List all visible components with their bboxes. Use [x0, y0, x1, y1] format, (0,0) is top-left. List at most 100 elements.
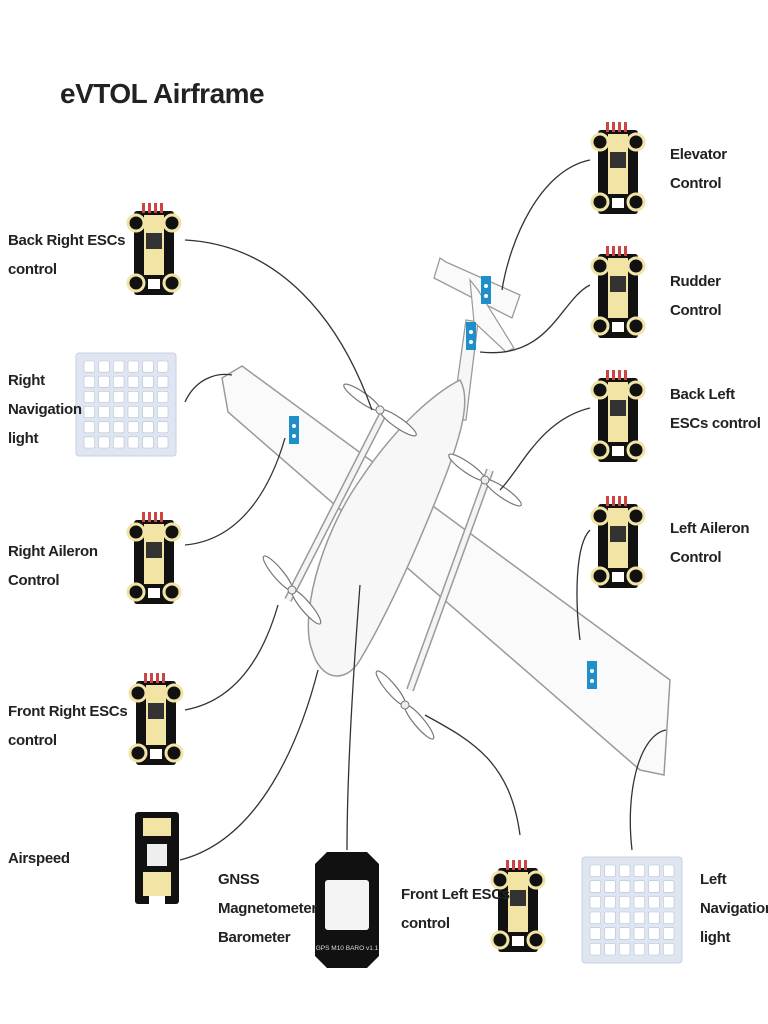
- leader-rudder: [479, 284, 591, 354]
- nav-led: [648, 864, 660, 877]
- label-line: Rudder: [670, 273, 721, 290]
- front-left-propeller: [372, 667, 438, 743]
- label-airspeed: Airspeed: [8, 844, 70, 873]
- label-line: Airspeed: [8, 850, 70, 867]
- leader-left-aileron: [576, 529, 591, 641]
- label-right-navigation-light: Right Navigation light: [8, 366, 82, 453]
- label-line: Back Right ESCs: [8, 232, 126, 249]
- nav-led: [604, 943, 616, 956]
- nav-led: [142, 360, 154, 373]
- nav-led: [83, 360, 95, 373]
- nav-led: [157, 406, 169, 418]
- nav-led: [619, 880, 631, 893]
- main-wing: [221, 365, 671, 776]
- nav-led: [589, 943, 601, 956]
- nav-led: [648, 880, 660, 893]
- nav-led: [589, 896, 601, 909]
- diagram-title: eVTOL Airframe: [60, 78, 265, 109]
- label-line: Navigation: [8, 401, 82, 418]
- nav-led: [157, 375, 169, 388]
- nav-led: [113, 436, 125, 449]
- label-right-aileron: Right Aileron Control: [8, 537, 98, 595]
- label-front-left-escs: Front Left ESCs control: [401, 880, 510, 938]
- label-line: control: [8, 261, 57, 278]
- leader-front-left-escs: [424, 714, 521, 836]
- label-line: GNSS: [218, 871, 260, 888]
- nav-led: [83, 375, 95, 388]
- nav-led: [619, 927, 631, 940]
- nav-led: [648, 911, 660, 924]
- back-left-propeller: [445, 450, 525, 510]
- airframe: [221, 256, 671, 776]
- nav-led: [157, 421, 169, 434]
- label-line: Elevator: [670, 146, 727, 163]
- nav-led: [127, 436, 139, 449]
- rudder-board: [590, 244, 646, 340]
- label-line: light: [8, 430, 39, 447]
- nav-led: [663, 927, 675, 940]
- nav-led: [142, 375, 154, 388]
- label-back-left-escs: Back Left ESCs control: [670, 380, 761, 438]
- nav-led: [663, 864, 675, 877]
- elevator-servo: [481, 276, 491, 304]
- back-left-escs-board: [590, 368, 646, 464]
- back-right-propeller: [340, 380, 420, 440]
- nav-led: [98, 391, 110, 403]
- fuselage: [307, 379, 466, 677]
- nav-led: [648, 927, 660, 940]
- leader-elevator: [501, 159, 591, 291]
- label-line: Front Left ESCs: [401, 886, 510, 903]
- nav-led: [98, 360, 110, 373]
- label-line: Barometer: [218, 929, 291, 946]
- nav-led: [663, 880, 675, 893]
- nav-led: [633, 896, 645, 909]
- leader-left-nav-light: [629, 729, 667, 851]
- nav-led: [142, 406, 154, 418]
- gnss-board: GPS M10 BARO v1.1: [315, 852, 379, 968]
- label-front-right-escs: Front Right ESCs control: [8, 697, 128, 755]
- nav-led: [648, 896, 660, 909]
- nav-led: [633, 911, 645, 924]
- nav-led: [142, 421, 154, 434]
- nav-led: [113, 360, 125, 373]
- nav-led: [633, 864, 645, 877]
- nav-led: [127, 421, 139, 434]
- label-line: Right Aileron: [8, 543, 98, 560]
- left-aileron-board: [590, 494, 646, 590]
- nav-led: [633, 943, 645, 956]
- nav-led: [98, 375, 110, 388]
- nav-led: [604, 864, 616, 877]
- left-navigation-light-panel: [581, 856, 683, 964]
- elevator-board: [590, 120, 646, 216]
- nav-led: [157, 391, 169, 403]
- label-line: Control: [8, 572, 60, 589]
- label-line: ESCs control: [670, 415, 761, 432]
- leader-back-right-escs: [184, 239, 373, 411]
- nav-led: [589, 911, 601, 924]
- nav-led: [113, 406, 125, 418]
- nav-led: [663, 911, 675, 924]
- leader-right-nav-light: [184, 373, 233, 403]
- label-line: Control: [670, 549, 722, 566]
- label-line: Right: [8, 372, 45, 389]
- label-line: control: [8, 732, 57, 749]
- nav-led: [663, 943, 675, 956]
- label-line: Magnetometer: [218, 900, 317, 917]
- nav-led: [663, 896, 675, 909]
- nav-led: [619, 896, 631, 909]
- front-right-escs-board: [128, 671, 184, 767]
- nav-led: [127, 360, 139, 373]
- label-line: Left: [700, 871, 727, 888]
- nav-led: [633, 927, 645, 940]
- airspeed-board: AIRSPEED: [135, 812, 179, 904]
- nav-led: [83, 436, 95, 449]
- nav-led: [98, 436, 110, 449]
- leader-back-left-escs: [499, 407, 591, 491]
- leader-front-right-escs: [184, 604, 279, 711]
- nav-led: [619, 911, 631, 924]
- label-left-navigation-light: Left Navigation light: [700, 865, 768, 952]
- label-gnss: GNSS Magnetometer Barometer: [218, 865, 317, 952]
- label-line: Control: [670, 175, 722, 192]
- airspeed-board-text: AIRSPEED: [138, 844, 145, 879]
